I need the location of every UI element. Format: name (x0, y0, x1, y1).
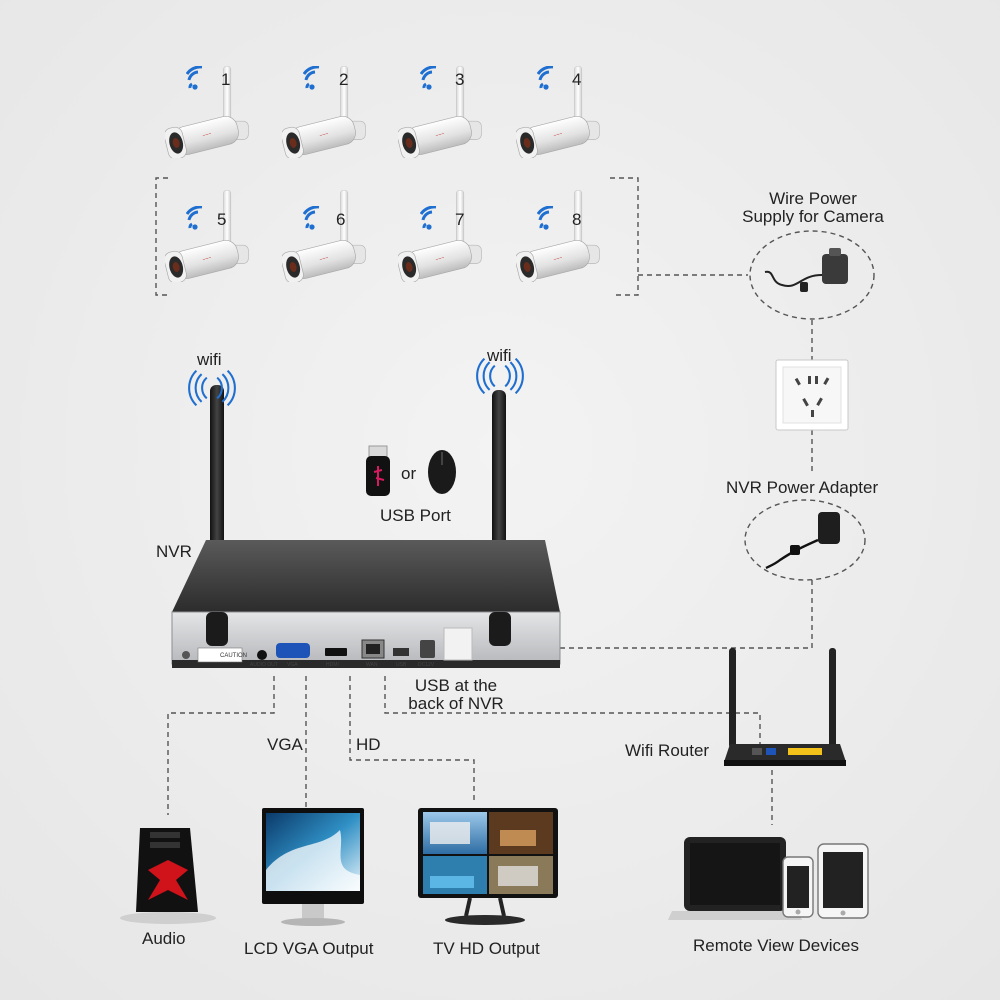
wire-power-line-2: Supply for Camera (742, 207, 884, 226)
nvr-caution-label: CAUTION (220, 653, 247, 659)
wifi-signal-icon (537, 206, 555, 230)
wifi-label-left: wifi (197, 350, 222, 369)
camera-grid (165, 66, 600, 282)
lcd-monitor-icon (262, 808, 364, 926)
camera-number-5: 5 (217, 210, 227, 229)
bullet-camera-icon (165, 190, 249, 282)
bullet-camera-icon (516, 66, 600, 158)
wifi-signal-icon (537, 66, 555, 90)
usb-port-label: USB Port (380, 506, 451, 525)
tablet-icon (817, 843, 869, 919)
wifi-signal-icon (303, 66, 321, 90)
bullet-camera-icon (398, 66, 482, 158)
camera-number-4: 4 (572, 70, 582, 89)
usb-back-label: USB at the back of NVR (396, 677, 516, 713)
audio-label: Audio (142, 929, 186, 948)
nvr-dc-label: DC12V (418, 662, 435, 668)
nvr-usb-label: USB (396, 662, 407, 668)
wifi-router-icon (724, 648, 846, 766)
nvr-wan-label: WAN (366, 662, 378, 668)
usb-back-line-2: back of NVR (408, 694, 504, 713)
usb-drive-icon (366, 445, 390, 496)
nvr-audio-out-label: AUDIO OUT (250, 662, 278, 668)
tv-monitor-icon (418, 808, 558, 925)
nvr-label: NVR (156, 542, 192, 561)
wifi-signal-icon (186, 66, 204, 90)
nvr-device (171, 385, 561, 668)
camera-number-6: 6 (336, 210, 346, 229)
bullet-camera-icon (282, 66, 366, 158)
remote-view-devices-label: Remote View Devices (693, 936, 859, 955)
wifi-label-right: wifi (487, 346, 512, 365)
vga-label: VGA (267, 735, 303, 754)
wifi-signal-icon (186, 206, 204, 230)
power-plug-icon (765, 512, 840, 570)
wifi-signal-icon (303, 206, 321, 230)
laptop-icon (668, 837, 802, 920)
wire-power-line-1: Wire Power (769, 189, 857, 208)
nvr-hdmi-label: HDMI (326, 662, 339, 668)
camera-number-7: 7 (455, 210, 465, 229)
connection-lines (155, 177, 813, 825)
camera-number-3: 3 (455, 70, 465, 89)
hd-label: HD (356, 735, 381, 754)
wire-power-label: Wire Power Supply for Camera (728, 190, 898, 226)
pc-tower-icon (120, 828, 216, 924)
nvr-power-adapter-label: NVR Power Adapter (726, 478, 879, 497)
camera-power-adapter (749, 230, 875, 320)
nvr-power-adapter (744, 499, 866, 581)
or-label: or (401, 464, 417, 483)
wifi-signal-icon (420, 66, 438, 90)
smartphone-icon (782, 856, 814, 918)
bullet-camera-icon (398, 190, 482, 282)
camera-number-1: 1 (221, 70, 231, 89)
camera-number-2: 2 (339, 70, 349, 89)
wifi-router-label: Wifi Router (625, 741, 710, 760)
bullet-camera-icon (516, 190, 600, 282)
bullet-camera-icon (165, 66, 249, 158)
mouse-icon (428, 450, 456, 494)
wifi-signal-icon (420, 206, 438, 230)
bullet-camera-icon (282, 190, 366, 282)
lcd-vga-output-label: LCD VGA Output (244, 939, 374, 958)
tv-hd-output-label: TV HD Output (433, 939, 540, 958)
power-plug-icon (764, 248, 848, 292)
wall-socket-icon (775, 359, 849, 431)
camera-number-8: 8 (572, 210, 582, 229)
nvr-vga-label: VGA (287, 662, 298, 668)
usb-back-line-1: USB at the (414, 676, 498, 695)
